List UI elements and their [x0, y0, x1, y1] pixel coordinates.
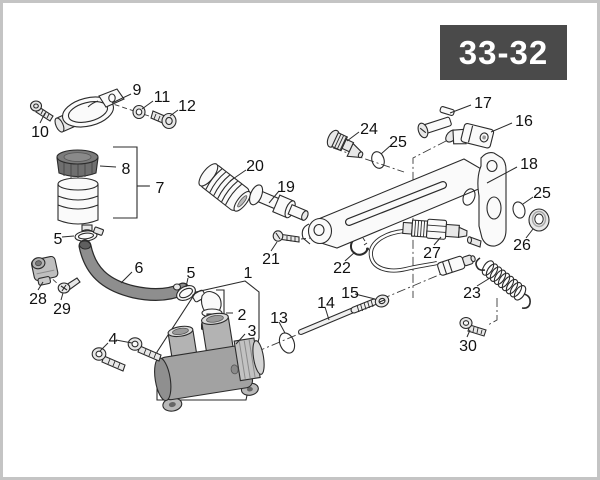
- leader-line-26-27: [525, 228, 534, 239]
- part-10-bolt: [29, 100, 54, 122]
- leader-line-13-13: [278, 321, 286, 334]
- part-label-16-16: 16: [515, 113, 533, 130]
- leader-line-20-20: [229, 169, 247, 182]
- leader-line-6-6: [120, 271, 133, 284]
- callout-leader-lines: [37, 93, 534, 352]
- part-label-21-21: 21: [262, 251, 280, 268]
- part-label-24-24: 24: [360, 121, 378, 138]
- part-7-reservoir-body: [57, 177, 99, 235]
- leader-line-16-16: [490, 122, 513, 133]
- part-label-10-10: 10: [31, 124, 49, 141]
- part-4-mounting-screws: [91, 337, 162, 372]
- part-label-11-11: 11: [153, 89, 171, 106]
- part-label-25-26: 25: [533, 185, 551, 202]
- part-label-12-12: 12: [178, 98, 196, 115]
- part-12-bolt: [150, 110, 177, 130]
- part-label-29-30: 29: [53, 301, 71, 318]
- leader-line-28-29: [37, 281, 44, 291]
- part-label-28-29: 28: [29, 291, 47, 308]
- part-label-23-23: 23: [463, 285, 481, 302]
- part-label-1-0: 1: [243, 265, 253, 282]
- part-label-18-18: 18: [520, 156, 538, 173]
- leader-line-30-31: [466, 329, 471, 338]
- part-30-bolt: [459, 316, 487, 337]
- part-label-17-17: 17: [474, 95, 492, 112]
- part-23-return-spring: [475, 257, 531, 309]
- leader-line-25-25: [380, 145, 391, 155]
- part-label-5-4: 5: [53, 231, 63, 248]
- leader-line-22-22: [344, 251, 356, 262]
- part-label-4-3: 4: [108, 331, 118, 348]
- part-14-push-rod: [298, 298, 378, 335]
- part-13-o-ring: [278, 332, 296, 354]
- part-label-7-7: 7: [155, 180, 165, 197]
- part-6-hose: [78, 239, 190, 302]
- leader-line-9-9: [111, 93, 132, 104]
- leader-line-3-2: [235, 333, 246, 345]
- part-label-14-14: 14: [317, 295, 335, 312]
- part-label-26-27: 26: [513, 237, 531, 254]
- leader-line-21-21: [270, 241, 278, 252]
- leader-line-4-3: [99, 342, 109, 352]
- part-label-30-31: 30: [459, 338, 477, 355]
- part-label-27-28: 27: [423, 245, 441, 262]
- part-24-pivot-pin: [326, 129, 364, 159]
- leader-line-5-4: [61, 235, 75, 238]
- part-20-pedal-rubber: [198, 163, 251, 212]
- leader-line-29-30: [60, 292, 64, 301]
- leader-line-10-10: [39, 112, 46, 124]
- part-11-nut: [132, 104, 146, 120]
- part-26-washer: [528, 208, 550, 232]
- figure-number-badge: 33-32: [440, 25, 567, 80]
- leader-line-17-17: [449, 104, 472, 114]
- part-25-o-ring-left: [371, 151, 385, 169]
- leader-line-25-26: [522, 196, 534, 205]
- part-27-brake-switch: [368, 218, 476, 276]
- part-8-reservoir-cap: [56, 149, 99, 178]
- part-25-o-ring-right: [512, 201, 526, 219]
- leader-line-18-18: [486, 166, 518, 184]
- part-18-brake-pedal: [301, 152, 507, 249]
- part-label-13-13: 13: [270, 310, 288, 327]
- leader-line-19-19: [268, 190, 280, 204]
- leader-line-5-5: [185, 277, 189, 288]
- figure-number-text: 33-32: [458, 33, 549, 71]
- part-16-clevis: [445, 122, 495, 149]
- leader-line-27-28: [433, 236, 442, 246]
- part-28-bracket: [30, 255, 59, 286]
- leader-line-8-8: [99, 165, 117, 168]
- part-label-22-22: 22: [333, 260, 351, 277]
- part-label-8-8: 8: [121, 161, 131, 178]
- part-label-2-1: 2: [237, 307, 247, 324]
- part-7-bracket-line: [113, 146, 149, 219]
- leader-line-14-14: [324, 306, 330, 321]
- part-21-bolt: [272, 230, 300, 243]
- leader-line-4-3: [115, 339, 133, 344]
- part-1-kit-outline: [156, 280, 260, 401]
- part-label-19-19: 19: [277, 179, 295, 196]
- part-label-6-6: 6: [134, 260, 144, 277]
- leader-line-12-12: [169, 109, 179, 117]
- leader-line-23-23: [476, 277, 491, 287]
- part-label-20-20: 20: [246, 158, 264, 175]
- part-9-reservoir-clamp: [54, 88, 125, 133]
- part-label-5-5: 5: [186, 265, 196, 282]
- part-5-hose-clamp-bottom: [172, 283, 196, 301]
- part-3-master-cylinder: [154, 312, 265, 412]
- part-15-nut: [374, 294, 390, 308]
- part-label-9-9: 9: [132, 82, 142, 99]
- leader-line-15-15: [354, 293, 376, 300]
- part-label-25-25: 25: [389, 134, 407, 151]
- part-label-15-15: 15: [341, 285, 359, 302]
- part-29-screw: [57, 277, 81, 294]
- part-19-pedal-pin: [249, 184, 309, 221]
- part-label-3-2: 3: [247, 323, 257, 340]
- leader-line-11-11: [141, 100, 154, 110]
- leader-line-24-24: [346, 131, 360, 142]
